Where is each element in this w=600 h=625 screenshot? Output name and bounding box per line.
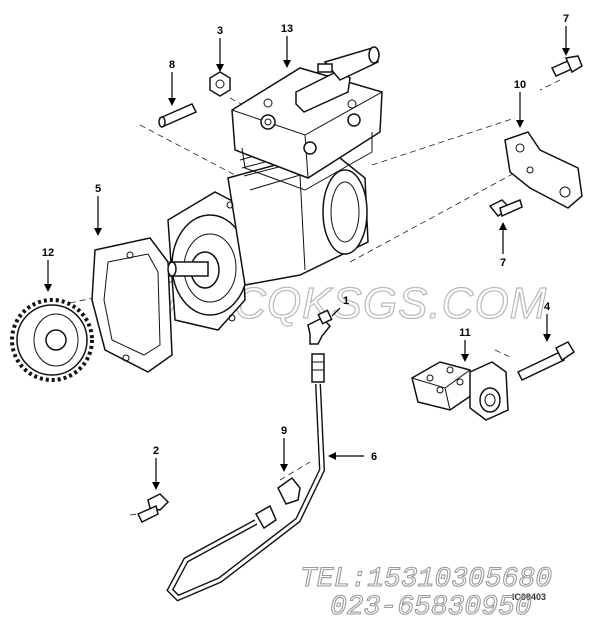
nut-part (209, 71, 231, 97)
support-bracket-part (411, 361, 509, 421)
contact-tel: TEL:15310305680 (300, 564, 552, 595)
callout-4: 4 (544, 301, 551, 313)
capscrew-small-part (136, 493, 170, 524)
leader-lines (44, 26, 570, 490)
tube-fitting-part (254, 476, 301, 530)
callout-2: 2 (153, 445, 159, 457)
compressor-part (167, 46, 383, 331)
tube-part (166, 353, 326, 602)
stud-part (158, 103, 198, 128)
callout-12: 12 (42, 247, 54, 259)
callout-7-bottom: 7 (500, 257, 506, 269)
elbow-fitting-part (307, 309, 333, 345)
capscrew-bottom-part (488, 198, 523, 218)
callout-5: 5 (95, 183, 101, 195)
callout-6: 6 (371, 451, 377, 463)
callout-9: 9 (281, 425, 287, 437)
callout-10: 10 (514, 79, 526, 91)
drawing-code: IC09403 (512, 592, 546, 602)
callout-13: 13 (281, 23, 293, 35)
callout-8: 8 (169, 59, 175, 71)
callout-labels: 13 3 8 7 10 7 5 12 1 4 11 9 6 2 (42, 13, 569, 463)
capscrew-long-part (516, 341, 576, 381)
callout-11: 11 (459, 327, 471, 339)
callout-1: 1 (343, 295, 349, 307)
capscrew-top-part (550, 55, 583, 77)
bracket-part (504, 131, 583, 209)
gear-part (10, 298, 94, 382)
callout-7-top: 7 (563, 13, 569, 25)
callout-3: 3 (217, 25, 223, 37)
gasket-part (91, 237, 173, 373)
contact-phone: 023-65830950 (330, 592, 532, 623)
